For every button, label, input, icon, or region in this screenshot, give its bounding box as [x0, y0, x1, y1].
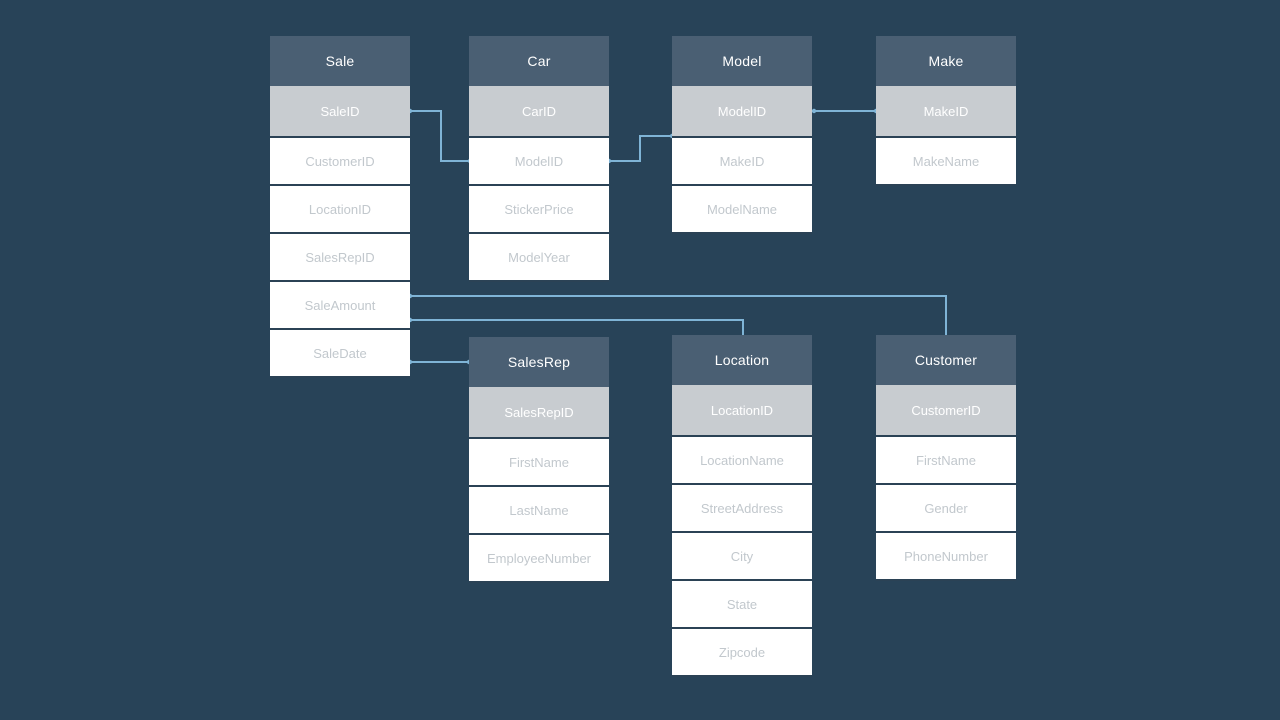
connector-sale-to-location — [410, 319, 744, 336]
connector-sale-to-customer — [410, 295, 947, 336]
table-title-salesrep: SalesRep — [469, 337, 609, 387]
table-title-location: Location — [672, 335, 812, 385]
field-zipcode[interactable]: Zipcode — [672, 627, 812, 677]
primary-key-field-customerid[interactable]: CustomerID — [876, 385, 1016, 435]
field-employeenumber[interactable]: EmployeeNumber — [469, 533, 609, 583]
primary-key-field-makeid[interactable]: MakeID — [876, 86, 1016, 136]
connector-endpoint-model-to-make — [811, 108, 817, 114]
field-streetaddress[interactable]: StreetAddress — [672, 483, 812, 533]
field-firstname[interactable]: FirstName — [469, 437, 609, 487]
table-title-customer: Customer — [876, 335, 1016, 385]
connector-car-to-model — [609, 135, 672, 162]
field-customerid[interactable]: CustomerID — [270, 136, 410, 186]
field-modelyear[interactable]: ModelYear — [469, 232, 609, 282]
field-gender[interactable]: Gender — [876, 483, 1016, 533]
table-title-model: Model — [672, 36, 812, 86]
field-phonenumber[interactable]: PhoneNumber — [876, 531, 1016, 581]
field-stickerprice[interactable]: StickerPrice — [469, 184, 609, 234]
field-saleamount[interactable]: SaleAmount — [270, 280, 410, 330]
field-modelname[interactable]: ModelName — [672, 184, 812, 234]
field-firstname[interactable]: FirstName — [876, 435, 1016, 485]
field-locationid[interactable]: LocationID — [270, 184, 410, 234]
field-lastname[interactable]: LastName — [469, 485, 609, 535]
field-makename[interactable]: MakeName — [876, 136, 1016, 186]
field-makeid[interactable]: MakeID — [672, 136, 812, 186]
primary-key-field-locationid[interactable]: LocationID — [672, 385, 812, 435]
primary-key-field-saleid[interactable]: SaleID — [270, 86, 410, 136]
table-title-car: Car — [469, 36, 609, 86]
table-title-sale: Sale — [270, 36, 410, 86]
field-modelid[interactable]: ModelID — [469, 136, 609, 186]
table-title-make: Make — [876, 36, 1016, 86]
primary-key-field-salesrepid[interactable]: SalesRepID — [469, 387, 609, 437]
connector-sale-to-car — [410, 110, 470, 162]
field-saledate[interactable]: SaleDate — [270, 328, 410, 378]
primary-key-field-carid[interactable]: CarID — [469, 86, 609, 136]
field-city[interactable]: City — [672, 531, 812, 581]
field-state[interactable]: State — [672, 579, 812, 629]
primary-key-field-modelid[interactable]: ModelID — [672, 86, 812, 136]
field-salesrepid[interactable]: SalesRepID — [270, 232, 410, 282]
field-locationname[interactable]: LocationName — [672, 435, 812, 485]
